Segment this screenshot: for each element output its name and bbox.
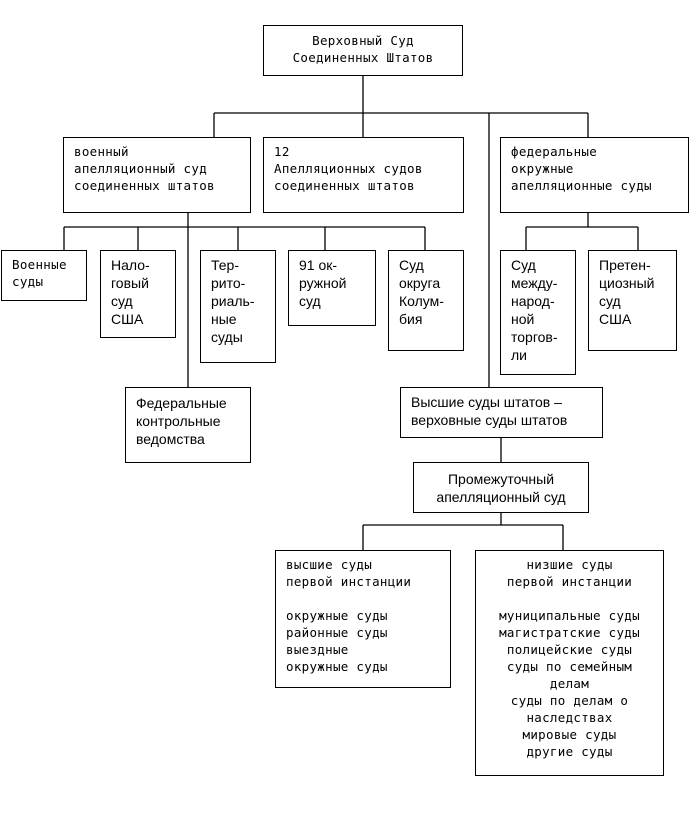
higher-first-instance-box: высшие суды первой инстанции окружные су… xyxy=(275,550,451,688)
federal-agencies-box: Федеральные контрольные ведомства xyxy=(125,387,251,463)
international-trade-court-box: Суд между- народ- ной торгов- ли xyxy=(500,250,576,375)
intermediate-appeals-court-box: Промежуточный апелляционный суд xyxy=(413,462,589,513)
dc-court-box: Суд округа Колум- бия xyxy=(388,250,464,351)
claims-court-box: Претен- циозный суд США xyxy=(588,250,677,351)
military-appeals-court-box: военный апелляционный суд соединенных шт… xyxy=(63,137,251,213)
lower-first-instance-box: низшие суды первой инстанции муниципальн… xyxy=(475,550,664,776)
supreme-court-box: Верховный Суд Соединенных Штатов xyxy=(263,25,463,76)
circuit-appeals-courts-box: 12 Апелляционных судов соединенных штато… xyxy=(263,137,464,213)
state-supreme-courts-box: Высшие суды штатов – верховные суды штат… xyxy=(400,387,603,438)
territorial-courts-box: Тер- рито- риаль- ные суды xyxy=(200,250,276,363)
district-courts-box: 91 ок- ружной суд xyxy=(288,250,376,326)
tax-court-box: Нало- говый суд США xyxy=(100,250,176,338)
federal-circuit-appeals-box: федеральные окружные апелляционные суды xyxy=(500,137,689,213)
military-courts-box: Военные суды xyxy=(1,250,87,301)
